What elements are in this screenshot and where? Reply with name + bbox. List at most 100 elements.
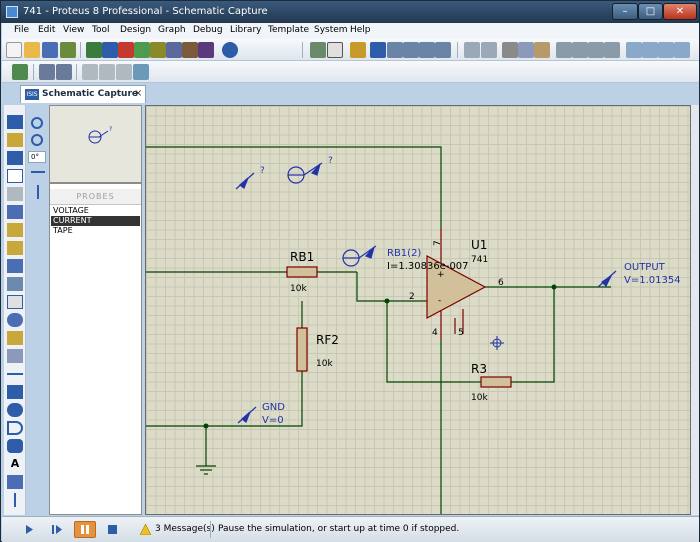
pin-icon[interactable] (7, 259, 23, 273)
design-explorer-icon[interactable] (166, 42, 182, 58)
search-tag-icon[interactable] (39, 64, 55, 80)
unplaced-current-probe-icon[interactable] (287, 162, 323, 184)
new-file-icon[interactable] (6, 42, 22, 58)
current-probe-icon[interactable] (342, 245, 377, 267)
generator-icon[interactable] (7, 313, 23, 327)
origin-icon[interactable] (350, 42, 366, 58)
line-icon[interactable] (7, 373, 23, 375)
wire-feedback-right[interactable] (511, 287, 555, 383)
pause-button[interactable] (74, 521, 96, 538)
junction-dot-icon[interactable] (7, 151, 23, 165)
play-button[interactable] (18, 521, 40, 538)
exit-to-parent-icon[interactable] (116, 64, 132, 80)
minimize-button[interactable]: – (612, 3, 638, 20)
maximize-button[interactable]: □ (638, 3, 663, 20)
probe-item-voltage[interactable]: VOLTAGE (53, 206, 89, 215)
menu-system[interactable]: System (314, 25, 348, 35)
cut-icon[interactable] (502, 42, 518, 58)
wire-feedback-left[interactable] (386, 301, 471, 383)
netlist-icon[interactable] (133, 64, 149, 80)
pan-icon[interactable] (370, 42, 386, 58)
pcb-icon[interactable] (118, 42, 134, 58)
gerber-icon[interactable] (134, 42, 150, 58)
grid-icon[interactable] (327, 42, 343, 58)
step-button[interactable] (46, 521, 68, 538)
menu-design[interactable]: Design (120, 25, 152, 35)
opamp-u1[interactable] (425, 228, 487, 340)
block-move-icon[interactable] (572, 42, 588, 58)
wire-label-icon[interactable] (7, 169, 23, 183)
ground-symbol[interactable] (196, 465, 216, 475)
menu-debug[interactable]: Debug (193, 25, 223, 35)
text-icon[interactable]: A (10, 457, 20, 470)
wire-inv-input[interactable] (356, 272, 425, 302)
import-icon[interactable] (60, 42, 76, 58)
menu-edit[interactable]: Edit (38, 25, 56, 35)
copy-icon[interactable] (518, 42, 534, 58)
symbol-icon[interactable] (7, 475, 23, 489)
open-folder-icon[interactable] (24, 42, 40, 58)
library-icon[interactable] (198, 42, 214, 58)
gnd-probe-icon[interactable] (237, 406, 257, 424)
box-icon[interactable] (7, 385, 23, 399)
component-mode-icon[interactable] (7, 133, 23, 147)
schematic-icon[interactable] (102, 42, 118, 58)
arc-icon[interactable] (7, 421, 23, 435)
tab-close-icon[interactable]: × (134, 88, 143, 99)
probe-item-current[interactable]: CURRENT (51, 216, 140, 226)
tab-schematic-capture[interactable]: ISIS Schematic Capture × (20, 85, 146, 103)
mirror-x-icon[interactable] (31, 171, 45, 173)
block-rotate-icon[interactable] (588, 42, 604, 58)
text-script-icon[interactable] (7, 187, 23, 201)
wire-gnd[interactable] (146, 371, 303, 427)
help-icon[interactable] (222, 42, 238, 58)
wire-top[interactable] (146, 146, 442, 228)
circle-icon[interactable] (7, 403, 23, 417)
menu-library[interactable]: Library (230, 25, 262, 35)
stop-button[interactable] (102, 521, 124, 538)
resistor-rb1[interactable] (286, 266, 318, 278)
terminals-icon[interactable] (7, 241, 23, 255)
resistor-r3[interactable] (480, 376, 512, 388)
menu-tool[interactable]: Tool (92, 25, 110, 35)
zoom-all-icon[interactable] (419, 42, 435, 58)
rotate-ccw-icon[interactable] (31, 134, 43, 146)
zoom-out-icon[interactable] (403, 42, 419, 58)
block-delete-icon[interactable] (604, 42, 620, 58)
buses-icon[interactable] (7, 205, 23, 219)
paste-icon[interactable] (534, 42, 550, 58)
zoom-in-icon[interactable] (387, 42, 403, 58)
source-code-icon[interactable] (182, 42, 198, 58)
schematic-canvas[interactable]: RB1 10k RF2 10k R3 10k U1 741 7 2 (145, 105, 691, 515)
new-sheet-icon[interactable] (82, 64, 98, 80)
output-probe-icon[interactable] (597, 270, 617, 288)
menu-template[interactable]: Template (268, 25, 310, 35)
wire-autorouter-icon[interactable] (12, 64, 28, 80)
message-count[interactable]: 3 Message(s) (155, 524, 215, 534)
remove-sheet-icon[interactable] (99, 64, 115, 80)
zoom-area-icon[interactable] (435, 42, 451, 58)
rotate-cw-icon[interactable] (31, 117, 43, 129)
menu-graph[interactable]: Graph (158, 25, 186, 35)
refresh-icon[interactable] (310, 42, 326, 58)
menu-help[interactable]: Help (350, 25, 371, 35)
block-copy-icon[interactable] (556, 42, 572, 58)
packaging-tool-icon[interactable] (658, 42, 674, 58)
overview-window[interactable]: ? (49, 105, 142, 183)
mirror-y-icon[interactable] (37, 185, 39, 199)
resistor-rf2[interactable] (296, 327, 308, 372)
home-icon[interactable] (86, 42, 102, 58)
make-device-icon[interactable] (642, 42, 658, 58)
tape-recorder-icon[interactable] (7, 295, 23, 309)
unplaced-voltage-probe-icon[interactable] (235, 172, 255, 190)
marker-icon[interactable] (14, 493, 16, 507)
undo-icon[interactable] (464, 42, 480, 58)
graph-icon[interactable] (7, 277, 23, 291)
pick-device-icon[interactable] (626, 42, 642, 58)
save-icon[interactable] (42, 42, 58, 58)
path-icon[interactable] (7, 439, 23, 453)
bom-icon[interactable] (150, 42, 166, 58)
voltage-probe-icon[interactable] (7, 331, 23, 345)
property-assignment-icon[interactable] (56, 64, 72, 80)
vertical-scrollbar[interactable] (691, 105, 699, 515)
